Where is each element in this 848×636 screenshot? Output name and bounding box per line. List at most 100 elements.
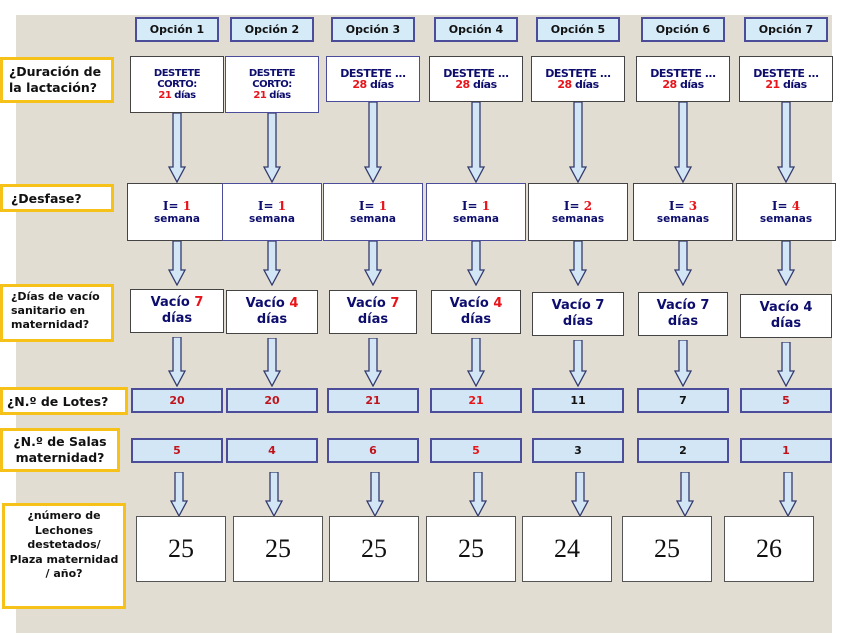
down-arrow-icon bbox=[363, 241, 383, 286]
desfase-unit: semana bbox=[350, 212, 396, 225]
lactation-box: DESTETE ...28 días bbox=[531, 56, 625, 102]
option-header: Opción 5 bbox=[536, 17, 620, 42]
lactation-days: 21 días bbox=[765, 78, 807, 91]
salas-value: 4 bbox=[268, 444, 276, 457]
desfase-prefix: I= bbox=[257, 198, 274, 213]
vacio-prefix: Vacío bbox=[346, 296, 386, 311]
vacio-line: Vacío 4 bbox=[246, 296, 299, 312]
lactation-days-unit: días bbox=[174, 90, 196, 101]
option-header-label: Opción 6 bbox=[655, 23, 711, 36]
option-header: Opción 4 bbox=[434, 17, 518, 42]
down-arrow-icon bbox=[262, 241, 282, 286]
lactation-days-value: 21 bbox=[765, 78, 780, 91]
desfase-interval: I= 1 bbox=[462, 199, 490, 213]
down-arrow-icon bbox=[568, 340, 588, 387]
vacio-unit: días bbox=[770, 316, 802, 331]
vacio-unit: días bbox=[256, 312, 288, 327]
question-lechones: ¿número de Lechones destetados/ Plaza ma… bbox=[2, 503, 126, 609]
option-header-label: Opción 7 bbox=[758, 23, 814, 36]
option-header: Opción 7 bbox=[744, 17, 828, 42]
lotes-value: 21 bbox=[365, 394, 381, 407]
desfase-unit: semana bbox=[154, 212, 200, 225]
option-header: Opción 2 bbox=[230, 17, 314, 42]
option-header-label: Opción 5 bbox=[550, 23, 606, 36]
desfase-unit: semanas bbox=[656, 212, 710, 225]
lactation-box: DESTETE ...28 días bbox=[429, 56, 523, 102]
salas-value-box: 5 bbox=[131, 438, 223, 463]
vacio-value: 4 bbox=[493, 296, 503, 311]
lactation-days-unit: días bbox=[575, 78, 599, 91]
lechones-value: 25 bbox=[168, 534, 194, 563]
down-arrow-icon bbox=[264, 472, 284, 517]
salas-value-box: 4 bbox=[226, 438, 318, 463]
lactation-title: DESTETE ... bbox=[650, 67, 716, 80]
lotes-value-box: 21 bbox=[327, 388, 419, 413]
salas-value: 5 bbox=[173, 444, 181, 457]
desfase-interval: I= 3 bbox=[669, 199, 697, 213]
lotes-value-box: 11 bbox=[532, 388, 624, 413]
vacio-unit: días bbox=[357, 312, 389, 327]
lechones-result-box: 26 bbox=[724, 516, 814, 582]
question-lotes-text: ¿N.º de Lotes? bbox=[7, 394, 109, 409]
lactation-days-unit: días bbox=[783, 78, 807, 91]
salas-value-box: 5 bbox=[430, 438, 522, 463]
down-arrow-icon bbox=[365, 472, 385, 517]
lotes-value: 7 bbox=[679, 394, 687, 407]
lactation-days: 21 días bbox=[158, 90, 196, 101]
lactation-title: DESTETE CORTO: bbox=[153, 68, 201, 90]
lotes-value: 20 bbox=[264, 394, 280, 407]
lotes-value: 20 bbox=[169, 394, 185, 407]
lactation-days-value: 21 bbox=[158, 90, 172, 101]
question-desfase-text: ¿Desfase? bbox=[11, 191, 82, 206]
desfase-value: 1 bbox=[378, 198, 388, 213]
lotes-value-box: 5 bbox=[740, 388, 832, 413]
option-header: Opción 3 bbox=[331, 17, 415, 42]
lactation-days: 28 días bbox=[557, 78, 599, 91]
desfase-interval: I= 1 bbox=[163, 199, 191, 213]
desfase-prefix: I= bbox=[358, 198, 375, 213]
lactation-title: DESTETE ... bbox=[443, 67, 509, 80]
vacio-prefix: Vacío bbox=[245, 296, 285, 311]
down-arrow-icon bbox=[778, 472, 798, 517]
lactation-title: DESTETE CORTO: bbox=[248, 68, 296, 90]
option-header-label: Opción 3 bbox=[345, 23, 401, 36]
desfase-prefix: I= bbox=[668, 198, 685, 213]
lactation-days-unit: días bbox=[370, 78, 394, 91]
question-desfase: ¿Desfase? bbox=[0, 184, 114, 212]
lactation-box: DESTETE ...28 días bbox=[326, 56, 420, 102]
lotes-value-box: 7 bbox=[637, 388, 729, 413]
salas-value: 3 bbox=[574, 444, 582, 457]
lactation-days: 28 días bbox=[455, 78, 497, 91]
down-arrow-icon bbox=[466, 338, 486, 387]
down-arrow-icon bbox=[568, 102, 588, 183]
down-arrow-icon bbox=[466, 102, 486, 183]
question-vacio-text: ¿Días de vacío sanitario en maternidad? bbox=[11, 290, 100, 331]
down-arrow-icon bbox=[776, 342, 796, 387]
down-arrow-icon bbox=[673, 241, 693, 286]
vacio-prefix: Vacío bbox=[551, 298, 591, 313]
down-arrow-icon bbox=[673, 102, 693, 183]
lechones-value: 25 bbox=[361, 534, 387, 563]
vacio-line: Vacío 7 bbox=[151, 295, 204, 311]
vacio-line: Vacío 4 bbox=[760, 300, 813, 316]
down-arrow-icon bbox=[568, 241, 588, 286]
lactation-title: DESTETE ... bbox=[753, 67, 819, 80]
desfase-prefix: I= bbox=[461, 198, 478, 213]
lactation-days-unit: días bbox=[473, 78, 497, 91]
desfase-interval: I= 1 bbox=[359, 199, 387, 213]
desfase-interval: I= 4 bbox=[772, 199, 800, 213]
lechones-result-box: 25 bbox=[426, 516, 516, 582]
question-lechones-text: ¿número de Lechones destetados/ Plaza ma… bbox=[9, 509, 119, 580]
desfase-prefix: I= bbox=[563, 198, 580, 213]
vacio-line: Vacío 7 bbox=[347, 296, 400, 312]
down-arrow-icon bbox=[570, 472, 590, 517]
option-header: Opción 1 bbox=[135, 17, 219, 42]
lactation-days: 28 días bbox=[352, 78, 394, 91]
option-header-label: Opción 4 bbox=[448, 23, 504, 36]
